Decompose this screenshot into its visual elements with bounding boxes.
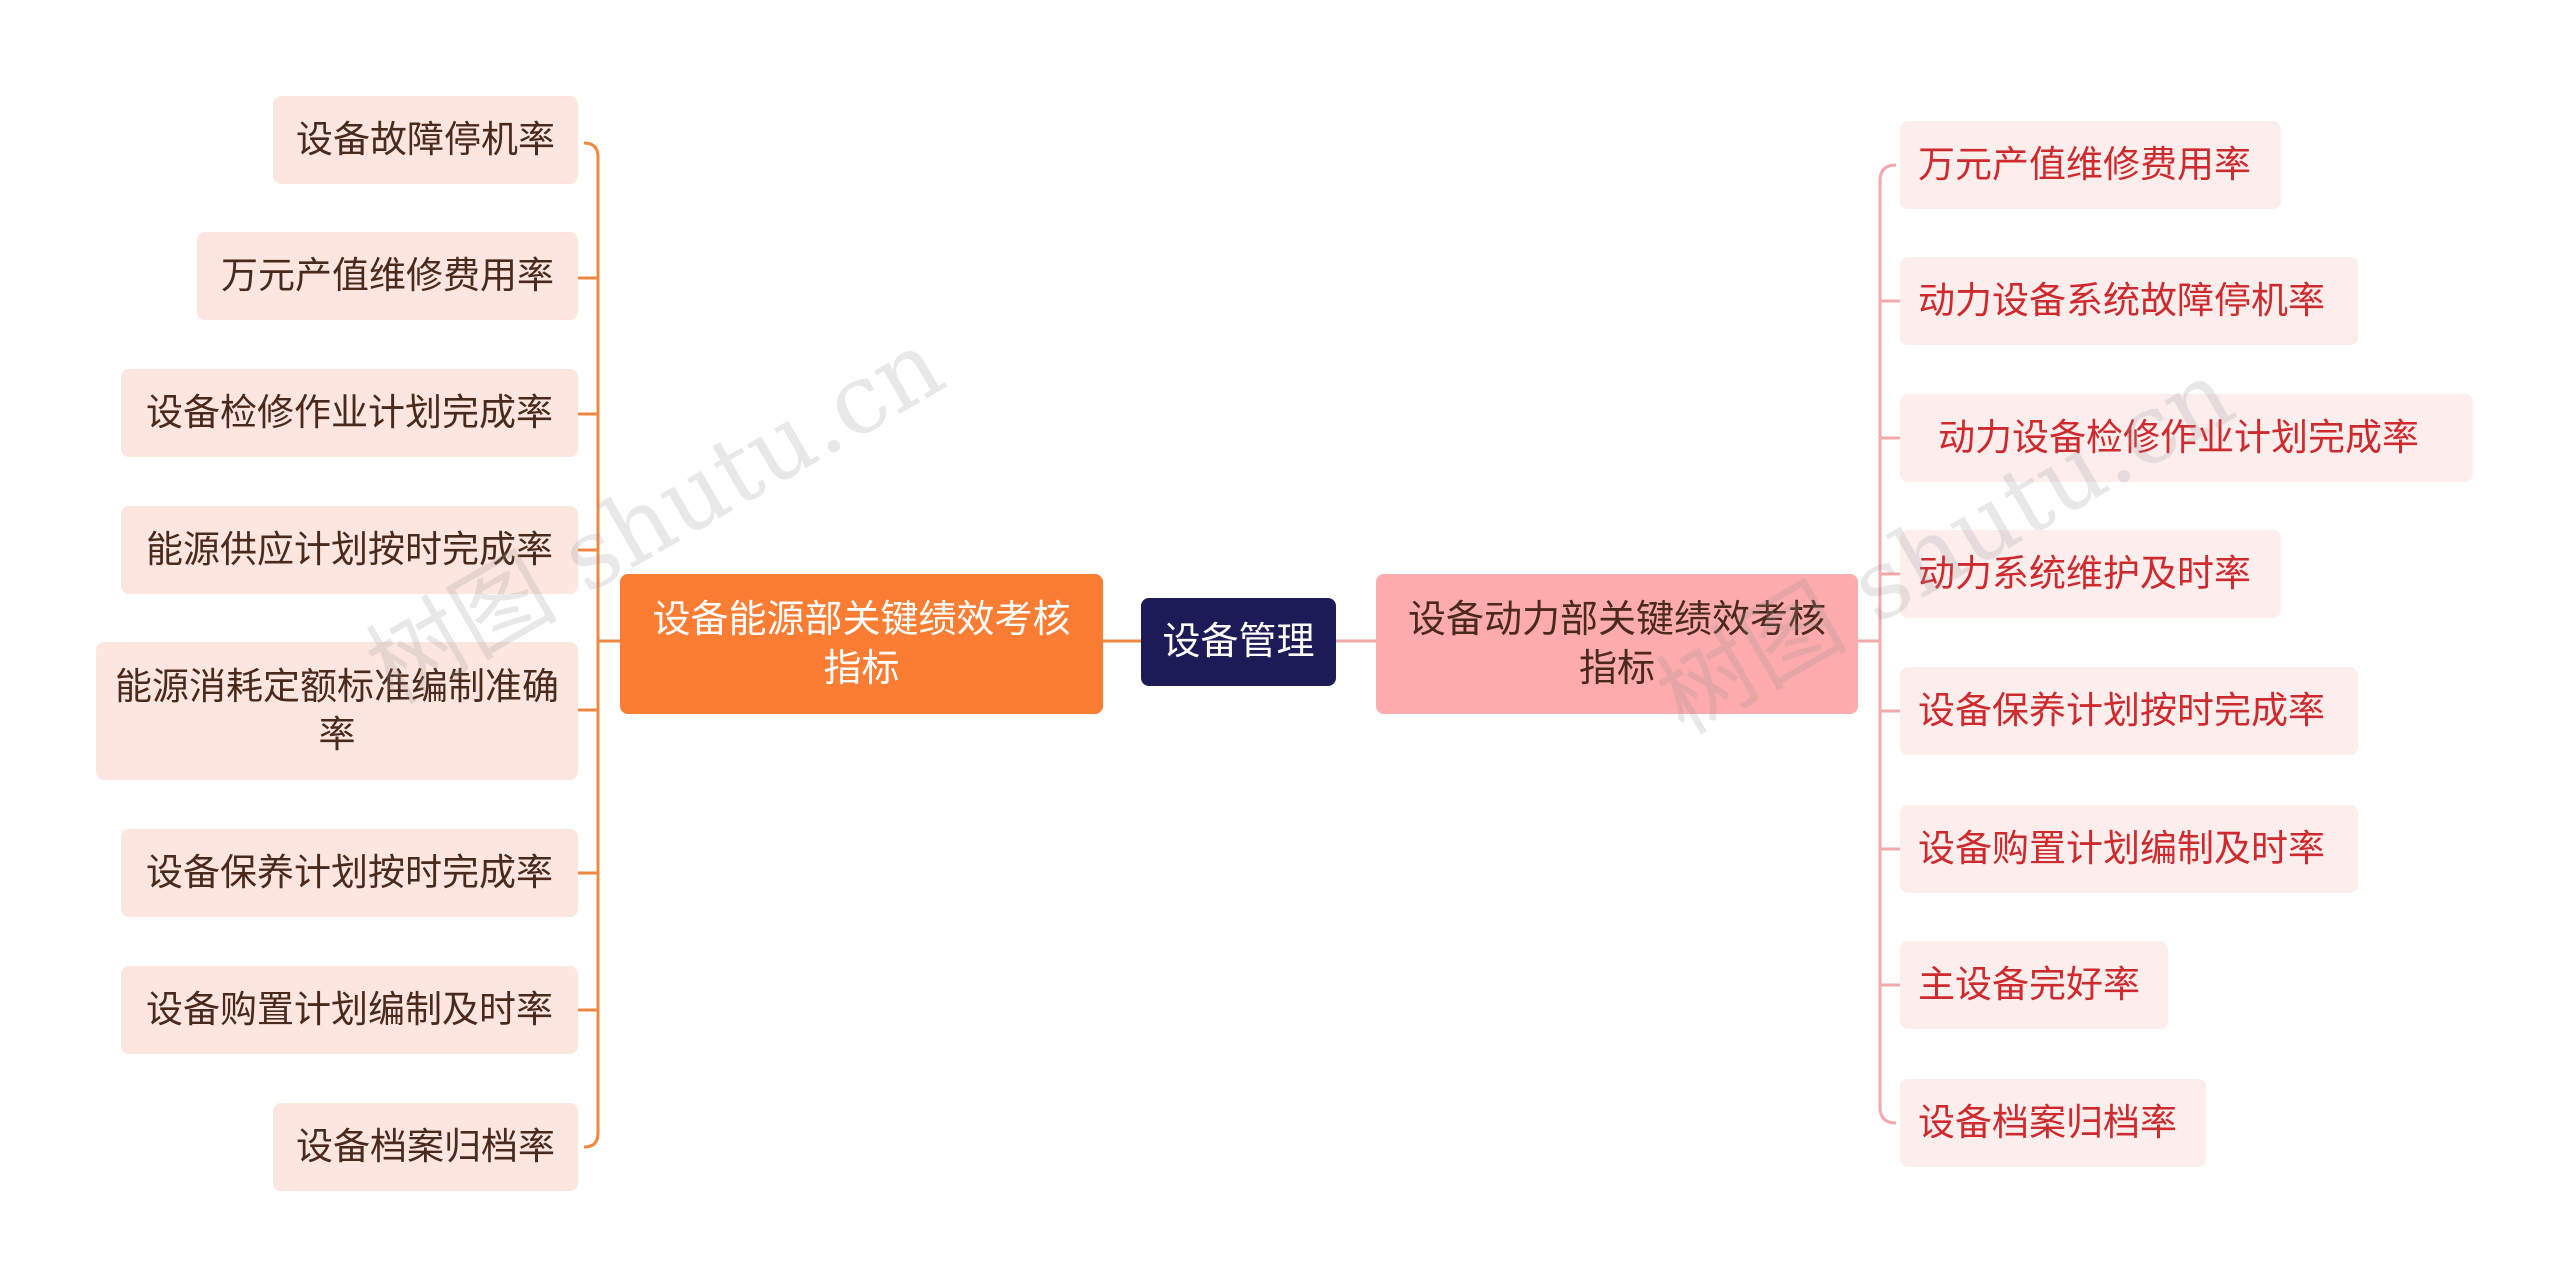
root-node[interactable]: 设备管理: [1141, 598, 1336, 686]
right-leaf[interactable]: 主设备完好率: [1900, 941, 2168, 1029]
left-trunk: [583, 141, 600, 1149]
right-leaf[interactable]: 设备保养计划按时完成率: [1900, 667, 2358, 755]
right-main-node[interactable]: 设备动力部关键绩效考核指标: [1376, 574, 1858, 714]
right-leaf-label: 主设备完好率: [1918, 962, 2140, 1006]
right-leaf[interactable]: 动力设备检修作业计划完成率: [1900, 394, 2473, 482]
right-leaf-label: 动力系统维护及时率: [1918, 551, 2251, 595]
right-leaf[interactable]: 万元产值维修费用率: [1900, 121, 2281, 209]
left-leaf[interactable]: 万元产值维修费用率: [197, 232, 578, 320]
right-leaf[interactable]: 设备档案归档率: [1900, 1079, 2206, 1167]
right-leaf[interactable]: 设备购置计划编制及时率: [1900, 805, 2358, 893]
right-leaf[interactable]: 动力系统维护及时率: [1900, 530, 2281, 618]
left-main-node[interactable]: 设备能源部关键绩效考核指标: [620, 574, 1103, 714]
left-leaf-label: 能源供应计划按时完成率: [146, 527, 553, 571]
left-leaf-label: 设备保养计划按时完成率: [146, 850, 553, 894]
right-trunk: [1878, 163, 1897, 1125]
right-leaf-label: 动力设备系统故障停机率: [1918, 278, 2325, 322]
right-main-label: 设备动力部关键绩效考核指标: [1407, 596, 1826, 690]
left-leaf-label: 能源消耗定额标准编制准确率: [115, 664, 559, 756]
left-leaf-label: 设备检修作业计划完成率: [146, 390, 553, 434]
right-leaf-label: 动力设备检修作业计划完成率: [1938, 415, 2419, 459]
left-leaf[interactable]: 能源消耗定额标准编制准确率: [96, 642, 578, 780]
left-leaf-label: 万元产值维修费用率: [221, 253, 554, 297]
left-leaf[interactable]: 能源供应计划按时完成率: [121, 506, 578, 594]
right-leaf[interactable]: 动力设备系统故障停机率: [1900, 257, 2358, 345]
left-leaf[interactable]: 设备检修作业计划完成率: [121, 369, 578, 457]
right-leaf-label: 设备保养计划按时完成率: [1918, 688, 2325, 732]
left-leaf[interactable]: 设备购置计划编制及时率: [121, 966, 578, 1054]
left-main-label: 设备能源部关键绩效考核指标: [652, 596, 1071, 690]
right-leaf-label: 万元产值维修费用率: [1918, 142, 2251, 186]
left-leaf-label: 设备档案归档率: [296, 1124, 555, 1168]
right-leaf-label: 设备购置计划编制及时率: [1918, 826, 2325, 870]
left-leaf[interactable]: 设备档案归档率: [273, 1103, 578, 1191]
right-leaf-label: 设备档案归档率: [1918, 1100, 2177, 1144]
left-leaf-label: 设备购置计划编制及时率: [146, 987, 553, 1031]
left-leaf-label: 设备故障停机率: [296, 117, 555, 161]
left-leaf[interactable]: 设备故障停机率: [273, 96, 578, 184]
root-label: 设备管理: [1162, 619, 1315, 664]
left-leaf[interactable]: 设备保养计划按时完成率: [121, 829, 578, 917]
